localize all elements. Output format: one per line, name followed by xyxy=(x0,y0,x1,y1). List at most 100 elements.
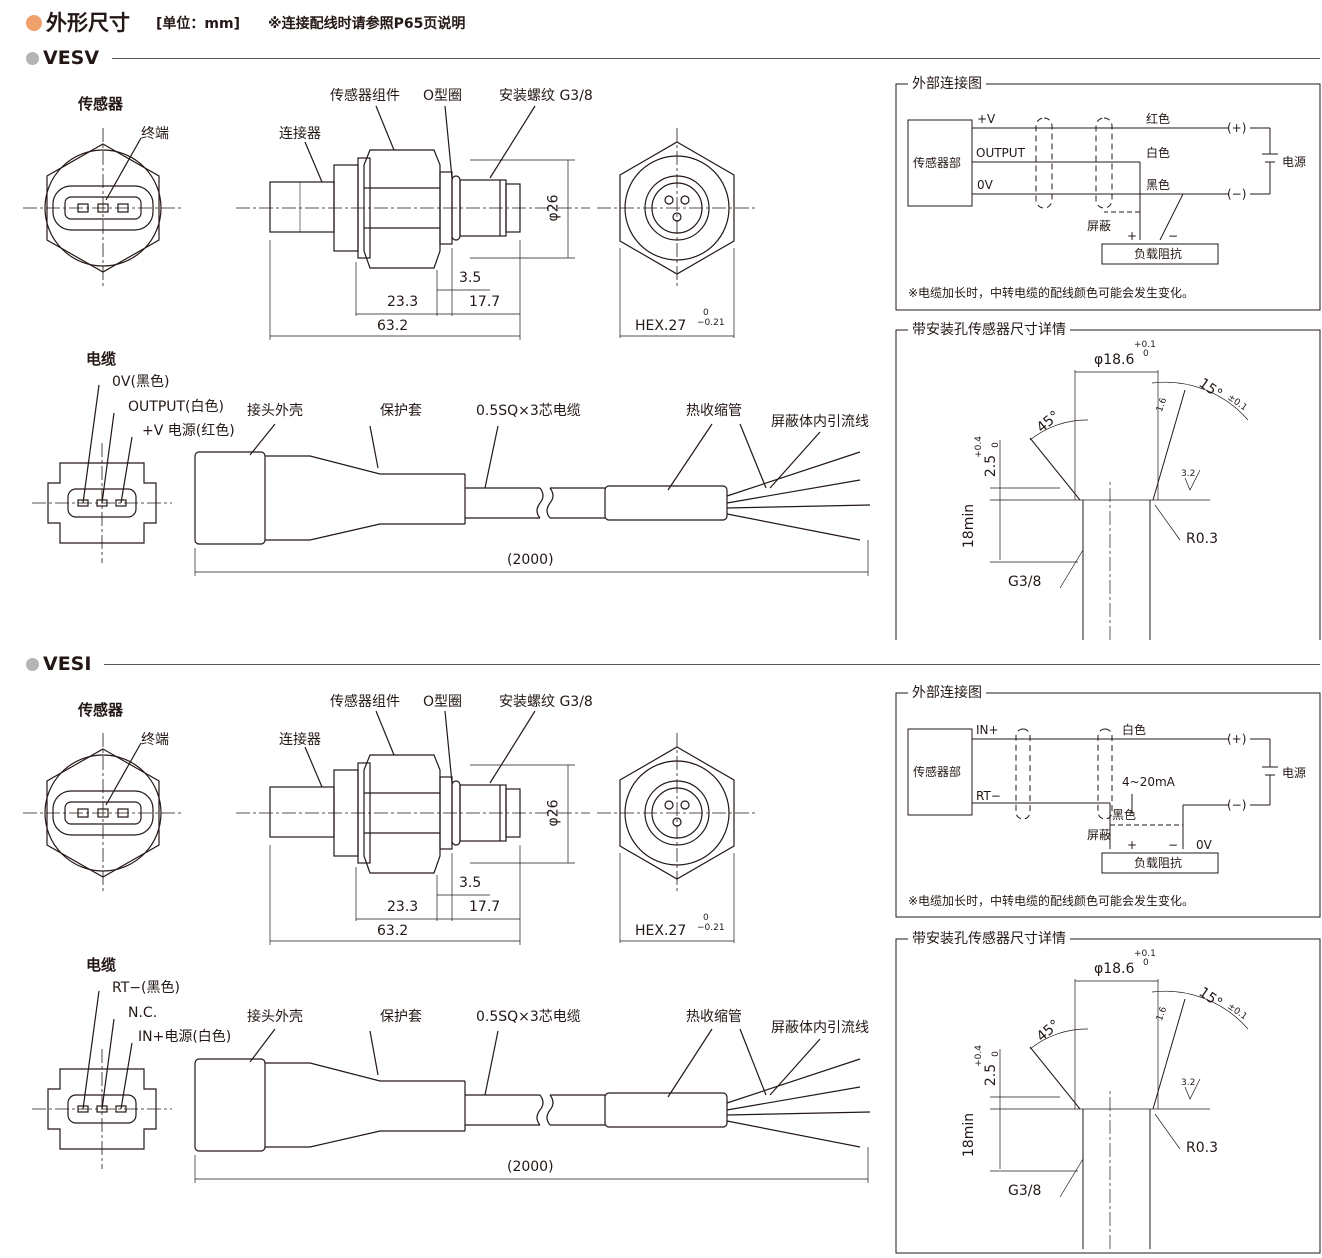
power-label: 电源 xyxy=(1282,155,1307,169)
connector-end-view xyxy=(32,384,172,563)
dim-hex: HEX.27 xyxy=(635,923,687,939)
pm-minus: − xyxy=(1168,838,1179,852)
current-label: 4~20mA xyxy=(1122,775,1175,789)
pm-plus: + xyxy=(1127,229,1138,243)
cable-heading: 电缆 xyxy=(86,956,117,974)
section-divider xyxy=(104,664,1320,665)
sensor-unit-box: 传感器部 xyxy=(913,156,962,170)
dim-17-7: 17.7 xyxy=(469,899,501,915)
depth-tol-bot: 0 xyxy=(990,442,1001,448)
oring-label: O型圈 xyxy=(423,694,463,710)
dim-hex-tol-bot: −0.21 xyxy=(697,923,725,933)
sensor-unit-box: 传感器部 xyxy=(913,765,962,779)
wiring-note: ※电缆加长时，中转电缆的配线颜色可能会发生变化。 xyxy=(908,286,1195,300)
load-label: 负载阻抗 xyxy=(1134,247,1183,261)
hole-diameter: φ18.6 xyxy=(1094,352,1135,368)
dim-hex-tol-top: 0 xyxy=(703,308,709,318)
pm-plus: + xyxy=(1127,838,1138,852)
component-label: 传感器组件 xyxy=(330,694,400,710)
cable-side-view xyxy=(194,1028,871,1183)
roughness: 3.2 xyxy=(1181,469,1196,479)
pin-label-1: OUTPUT(白色) xyxy=(128,399,224,415)
hole-dia-tol-top: +0.1 xyxy=(1134,949,1156,959)
sensor-heading: 传感器 xyxy=(78,95,124,113)
shell-label: 接头外壳 xyxy=(247,1009,303,1025)
dim-3-5: 3.5 xyxy=(459,875,482,891)
sleeve-label: 保护套 xyxy=(380,1009,422,1025)
cable-length: (2000) xyxy=(507,1159,554,1175)
shield-text: 屏蔽 xyxy=(1087,219,1112,233)
dim-diameter: φ26 xyxy=(545,194,562,222)
terminal-label: 终端 xyxy=(141,126,169,142)
load-label: 负载阻抗 xyxy=(1134,856,1183,870)
terminal-plus: (+) xyxy=(1227,732,1247,746)
thread-label: 安装螺纹 G3/8 xyxy=(499,88,593,104)
depth-tol-top: +0.4 xyxy=(973,436,984,458)
section-vesi: VESI xyxy=(0,609,1322,1258)
radius: R0.3 xyxy=(1186,1140,1218,1156)
pin-label-2: IN+电源(白色) xyxy=(138,1029,232,1045)
hole-dia-tol-bot: 0 xyxy=(1143,958,1149,968)
section-bullet-icon xyxy=(26,52,39,65)
connector-label: 连接器 xyxy=(279,732,321,748)
hole-dia-tol-bot: 0 xyxy=(1143,349,1149,359)
cable-heading: 电缆 xyxy=(86,350,117,368)
zero-v-label: 0V xyxy=(1196,838,1212,852)
wiring-reference-note: ※连接配线时请参照P65页说明 xyxy=(268,16,466,32)
wiring-title: 外部连接图 xyxy=(908,76,986,92)
sensor-front-view xyxy=(597,733,757,943)
cable-length: (2000) xyxy=(507,552,554,568)
wiring-diagram-frame xyxy=(895,83,1321,311)
depth: 2.5 xyxy=(983,1063,1000,1087)
dim-3-5: 3.5 xyxy=(459,270,482,286)
connector-end-view xyxy=(32,990,172,1169)
color-white: 白色 xyxy=(1122,723,1147,737)
terminal-minus: (−) xyxy=(1227,187,1247,201)
hole-detail-frame xyxy=(895,938,1321,1254)
pm-minus: − xyxy=(1168,229,1179,243)
cable-side-view xyxy=(194,423,871,576)
page-title: 外形尺寸 xyxy=(46,11,130,35)
hole-detail-frame xyxy=(895,329,1321,640)
oring-label: O型圈 xyxy=(423,88,463,104)
unit-note: [单位：mm] xyxy=(156,16,240,32)
color-black: 黑色 xyxy=(1146,178,1171,192)
dim-hex-tol-bot: −0.21 xyxy=(697,318,725,328)
hole-thread: G3/8 xyxy=(1008,1183,1042,1199)
depth: 2.5 xyxy=(983,454,1000,478)
pin-label-2: +V 电源(红色) xyxy=(142,423,235,439)
min-depth: 18min xyxy=(961,503,978,549)
roughness: 3.2 xyxy=(1181,1078,1196,1088)
header-bullet-icon xyxy=(26,15,42,31)
shrink-label: 热收缩管 xyxy=(686,403,742,419)
cable-label: 0.5SQ×3芯电缆 xyxy=(476,403,581,419)
terminal-label: 终端 xyxy=(141,732,169,748)
hole-diameter: φ18.6 xyxy=(1094,961,1135,977)
hole-title: 带安装孔传感器尺寸详情 xyxy=(908,931,1070,947)
sleeve-label: 保护套 xyxy=(380,403,422,419)
dim-23-3: 23.3 xyxy=(387,899,419,915)
hole-thread: G3/8 xyxy=(1008,574,1042,590)
sensor-front-view xyxy=(597,128,757,338)
dim-diameter: φ26 xyxy=(545,799,562,827)
min-depth: 18min xyxy=(961,1112,978,1158)
dim-hex: HEX.27 xyxy=(635,318,687,334)
dim-23-3: 23.3 xyxy=(387,294,419,310)
wire-vplus: +V xyxy=(977,112,996,126)
shield-text: 屏蔽 xyxy=(1087,828,1112,842)
power-label: 电源 xyxy=(1282,766,1307,780)
dim-63-2: 63.2 xyxy=(377,923,409,939)
wiring-title: 外部连接图 xyxy=(908,685,986,701)
wire-rt-minus: RT− xyxy=(976,789,1001,803)
sensor-side-view xyxy=(236,710,590,945)
sensor-heading: 传感器 xyxy=(78,701,124,719)
wiring-note: ※电缆加长时，中转电缆的配线颜色可能会发生变化。 xyxy=(908,894,1195,908)
model-name: VESI xyxy=(43,653,92,675)
wiring-diagram-frame xyxy=(895,692,1321,918)
wire-0v: 0V xyxy=(977,178,993,192)
color-black: 黑色 xyxy=(1112,808,1137,822)
pin-label-0: 0V(黑色) xyxy=(112,374,170,390)
vesv-drawing xyxy=(23,83,1321,640)
sensor-side-view xyxy=(236,105,590,340)
pin-label-1: N.C. xyxy=(128,1005,158,1021)
